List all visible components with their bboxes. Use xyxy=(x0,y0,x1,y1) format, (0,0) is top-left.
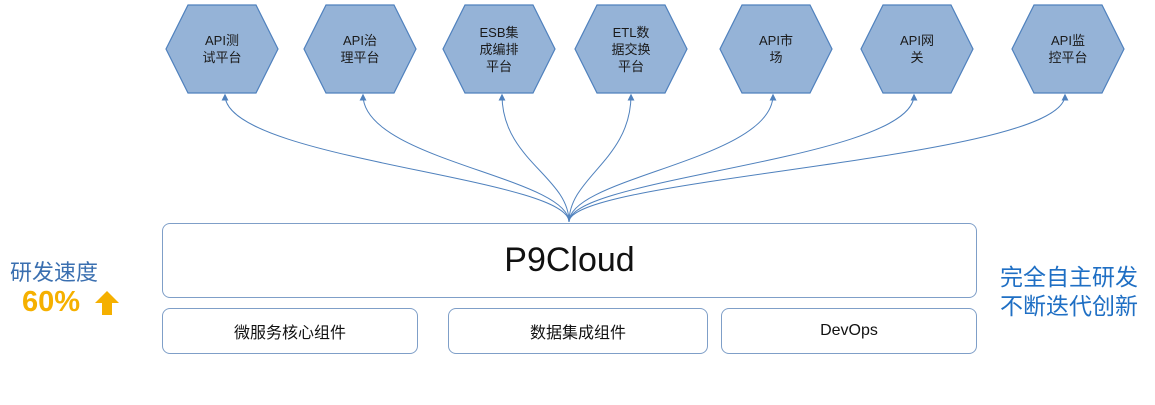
platform-hexagon xyxy=(860,4,974,94)
module-label: 微服务核心组件 xyxy=(233,325,346,342)
platform-label-line: 平台 xyxy=(485,58,512,74)
module-box-devops: DevOps xyxy=(721,308,977,354)
core-platform-box: P9Cloud xyxy=(162,223,977,298)
platform-label: ESB集成编排平台 xyxy=(454,24,544,74)
platform-label: API市场 xyxy=(731,24,821,74)
platform-label-line: 平台 xyxy=(617,58,644,74)
connector-arrow xyxy=(221,93,570,223)
module-box-data-integration: 数据集成组件 xyxy=(448,308,708,354)
platform-label-line: 试平台 xyxy=(202,50,242,65)
platform-label-line: 据交换 xyxy=(611,41,651,57)
platform-label-line: API网 xyxy=(900,33,934,48)
platform-label-line: 成编排 xyxy=(479,41,519,57)
module-box-microservice: 微服务核心组件 xyxy=(162,308,418,354)
platform-label-line: 关 xyxy=(910,50,924,65)
platform-hexagon xyxy=(303,4,417,94)
connector-arrow xyxy=(568,93,635,223)
platform-label: API监控平台 xyxy=(1023,24,1113,74)
platform-hexagon xyxy=(165,4,279,94)
core-platform-label: P9Cloud xyxy=(504,241,635,279)
dev-speed-label: 研发速度 xyxy=(10,261,99,286)
connector-arrow xyxy=(568,93,777,223)
platform-label: API治理平台 xyxy=(315,24,405,74)
platform-label-line: 场 xyxy=(769,50,783,65)
platform-label-line: ETL数 xyxy=(612,24,650,40)
connector-arrow xyxy=(498,93,570,223)
platform-label: API测试平台 xyxy=(177,24,267,74)
platform-hexagon xyxy=(442,4,556,94)
platform-label-line: API治 xyxy=(343,33,377,48)
connector-arrow xyxy=(359,93,570,223)
slogan-line: 不断迭代创新 xyxy=(1000,294,1138,320)
connector-arrow xyxy=(568,93,918,223)
platform-label-line: 理平台 xyxy=(340,50,380,65)
dev-speed-value: 60% xyxy=(22,286,81,318)
module-label: 数据集成组件 xyxy=(529,325,626,342)
module-label: DevOps xyxy=(820,322,878,339)
connector-arrow xyxy=(568,93,1069,223)
slogan-line: 完全自主研发 xyxy=(1000,265,1138,291)
platform-hexagon xyxy=(719,4,833,94)
platform-label-line: API市 xyxy=(759,33,793,48)
up-arrow-icon xyxy=(95,291,119,315)
platform-hexagon xyxy=(574,4,688,94)
platform-label-line: API测 xyxy=(205,33,239,48)
platform-label: ETL数据交换平台 xyxy=(586,24,676,74)
platform-label-line: 控平台 xyxy=(1048,50,1088,65)
platform-hexagon xyxy=(1011,4,1125,94)
platform-label-line: ESB集 xyxy=(479,24,519,40)
platform-label: API网关 xyxy=(872,24,962,74)
platform-label-line: API监 xyxy=(1051,33,1085,48)
